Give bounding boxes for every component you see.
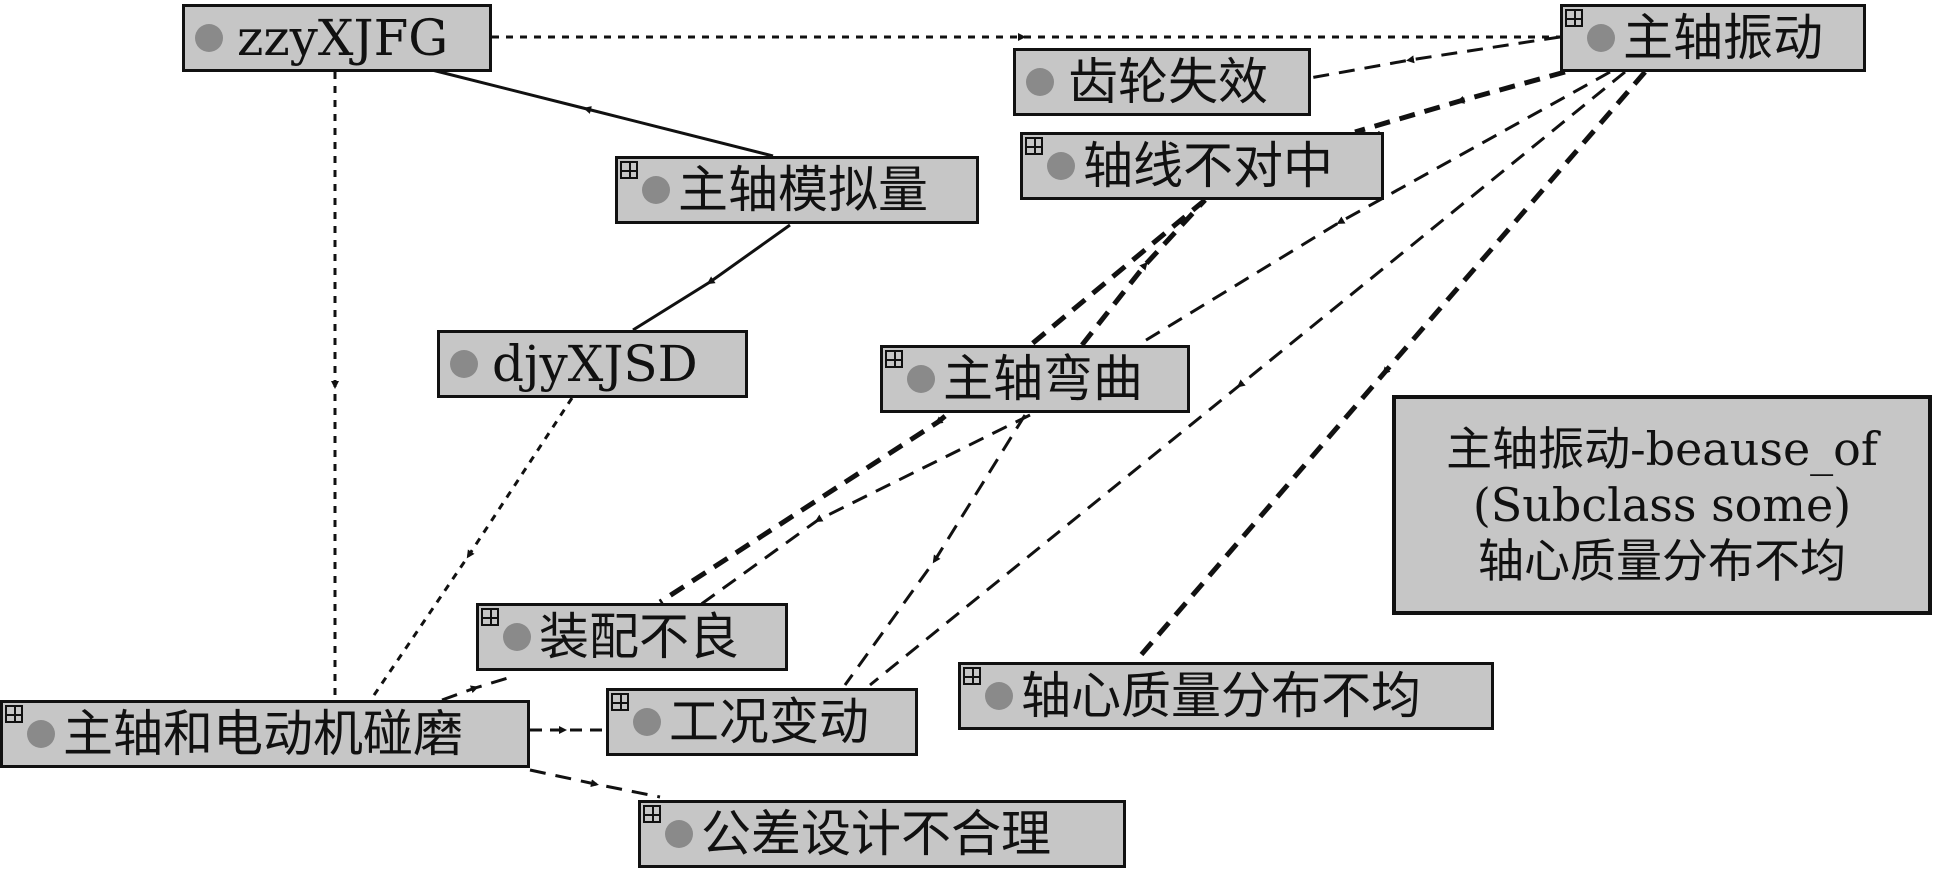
node-gongkuang-biandong[interactable]: 工况变动 (606, 688, 918, 756)
node-label: 公差设计不合理 (701, 805, 1051, 863)
node-djyxjsd[interactable]: djyXJSD (437, 330, 748, 398)
node-dot (27, 720, 55, 748)
edge-zhendong-buduizhong (1354, 69, 1566, 135)
node-dot (503, 623, 531, 651)
expand-icon[interactable] (611, 693, 629, 711)
node-zhuzhou-moniliang[interactable]: 主轴模拟量 (615, 156, 979, 224)
node-label: 主轴和电动机碰磨 (63, 705, 463, 763)
edge-wanqu-gongkuang (843, 414, 1027, 686)
node-zhuangpei-buliang[interactable]: 装配不良 (476, 603, 788, 671)
edge-zhendong-chilun (1309, 35, 1561, 80)
edge-moniliang-zzyxjfg (431, 68, 774, 158)
node-label: 主轴弯曲 (943, 350, 1143, 408)
edge-zhendong-gongkuang (869, 70, 1626, 687)
edge-pengmo-zhuangpei (441, 676, 509, 702)
node-zhuzhou-zhendong[interactable]: 主轴振动 (1560, 4, 1866, 72)
node-label: 齿轮失效 (1068, 53, 1268, 111)
node-dot (633, 708, 661, 736)
expand-icon[interactable] (481, 608, 499, 626)
note-line-2: (Subclass some) (1472, 477, 1852, 532)
node-dot (985, 682, 1013, 710)
node-label: 装配不良 (539, 608, 739, 666)
node-dot (642, 176, 670, 204)
node-gongcha-sheji[interactable]: 公差设计不合理 (638, 800, 1126, 868)
node-dot (1047, 152, 1075, 180)
node-zhouxin-zhiliang[interactable]: 轴心质量分布不均 (958, 662, 1494, 730)
node-label: 工况变动 (669, 693, 869, 751)
note-line-3: 轴心质量分布不均 (1478, 534, 1846, 589)
expand-icon[interactable] (885, 350, 903, 368)
expand-icon[interactable] (1025, 137, 1043, 155)
node-zzyxjfg[interactable]: zzyXJFG (182, 4, 492, 72)
node-chilun-shixiao[interactable]: 齿轮失效 (1013, 48, 1311, 116)
node-zhuzhou-wanqu[interactable]: 主轴弯曲 (880, 345, 1190, 413)
node-dot (195, 24, 223, 52)
node-dot (450, 350, 478, 378)
expand-icon[interactable] (5, 705, 23, 723)
node-dot (907, 365, 935, 393)
edge-pengmo-gongcha (529, 768, 661, 799)
tooltip-note: 主轴振动-beause_of (Subclass some) 轴心质量分布不均 (1392, 395, 1932, 615)
node-zhuzhou-dianji-pengmo[interactable]: 主轴和电动机碰磨 (0, 700, 530, 768)
node-dot (1587, 24, 1615, 52)
edge-wanqu-buduizhong (1080, 198, 1207, 347)
edge-buduizhong-zhuangpei (658, 198, 1207, 605)
expand-icon[interactable] (1565, 9, 1583, 27)
edge-djyxjsd-pengmo (366, 397, 574, 705)
node-label: djyXJSD (492, 335, 698, 393)
expand-icon[interactable] (643, 805, 661, 823)
node-label: zzyXJFG (237, 9, 449, 67)
edge-zhendong-zhouxin (1133, 70, 1647, 664)
node-zhouxian-buduizhong[interactable]: 轴线不对中 (1020, 132, 1384, 200)
note-line-1: 主轴振动-beause_of (1446, 421, 1878, 476)
node-dot (665, 820, 693, 848)
node-label: 主轴振动 (1623, 9, 1823, 67)
edge-moniliang-djyxjsd (632, 223, 791, 332)
edge-wanqu-zhuangpei (699, 413, 1031, 607)
node-label: 主轴模拟量 (678, 161, 928, 219)
node-label: 轴线不对中 (1083, 137, 1333, 195)
node-dot (1026, 68, 1054, 96)
node-label: 轴心质量分布不均 (1021, 667, 1421, 725)
expand-icon[interactable] (620, 161, 638, 179)
expand-icon[interactable] (963, 667, 981, 685)
